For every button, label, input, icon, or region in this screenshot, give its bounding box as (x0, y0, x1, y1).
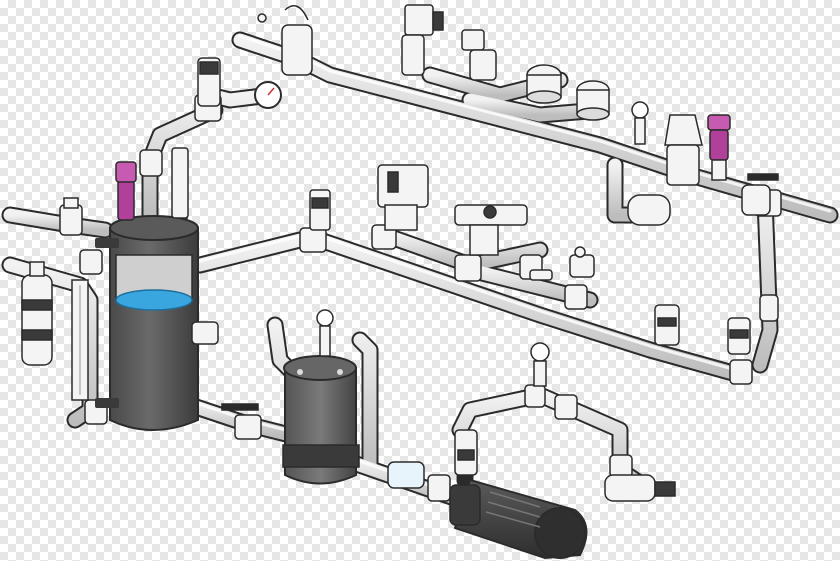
pressure-gauge (254, 81, 282, 109)
pressure-tank (95, 147, 219, 431)
filter-regulator (664, 114, 703, 186)
purple-valve-right (707, 114, 731, 181)
coupling (371, 224, 397, 250)
check-valve-right (654, 304, 680, 346)
solenoid-valve (401, 4, 444, 76)
filter-housing (282, 355, 360, 485)
expansion-tank-small (627, 194, 671, 226)
solenoid-valve-mid (377, 164, 429, 231)
coupling (427, 474, 451, 502)
top-solenoid (257, 5, 313, 76)
gauge-right (631, 101, 649, 145)
check-valve-mid (309, 189, 331, 231)
pressure-regulator-2 (576, 80, 610, 121)
drain-valve (604, 474, 676, 502)
check-valve (171, 147, 189, 219)
ball-valve-bottom (221, 403, 259, 411)
actuator-valve-mid (454, 204, 528, 256)
valve-mid-right (529, 246, 595, 281)
gauge-lower (530, 342, 550, 387)
top-left-gauge-valve (197, 57, 221, 107)
check-valve-far-right (727, 317, 751, 355)
check-valve-lower (454, 429, 478, 476)
left-valve-top (59, 197, 83, 236)
coupling (454, 254, 482, 282)
coupling (79, 249, 103, 275)
filter-gauge (316, 309, 334, 357)
coupling (759, 294, 779, 322)
small-valve-top (461, 29, 497, 81)
pressure-regulator (526, 64, 562, 104)
coupling (609, 454, 633, 478)
sight-glass (387, 461, 425, 489)
flow-meter (71, 279, 89, 401)
ball-valve-right (741, 173, 779, 216)
coupling (564, 284, 588, 310)
coupling (234, 414, 262, 440)
pump-motor (449, 478, 588, 560)
left-accumulator (21, 261, 53, 366)
coupling (524, 384, 546, 408)
coupling (139, 149, 163, 177)
water-level (115, 289, 193, 311)
relief-valve (117, 179, 135, 221)
coupling (554, 394, 578, 420)
coupling (299, 227, 327, 253)
coupling (729, 359, 753, 385)
